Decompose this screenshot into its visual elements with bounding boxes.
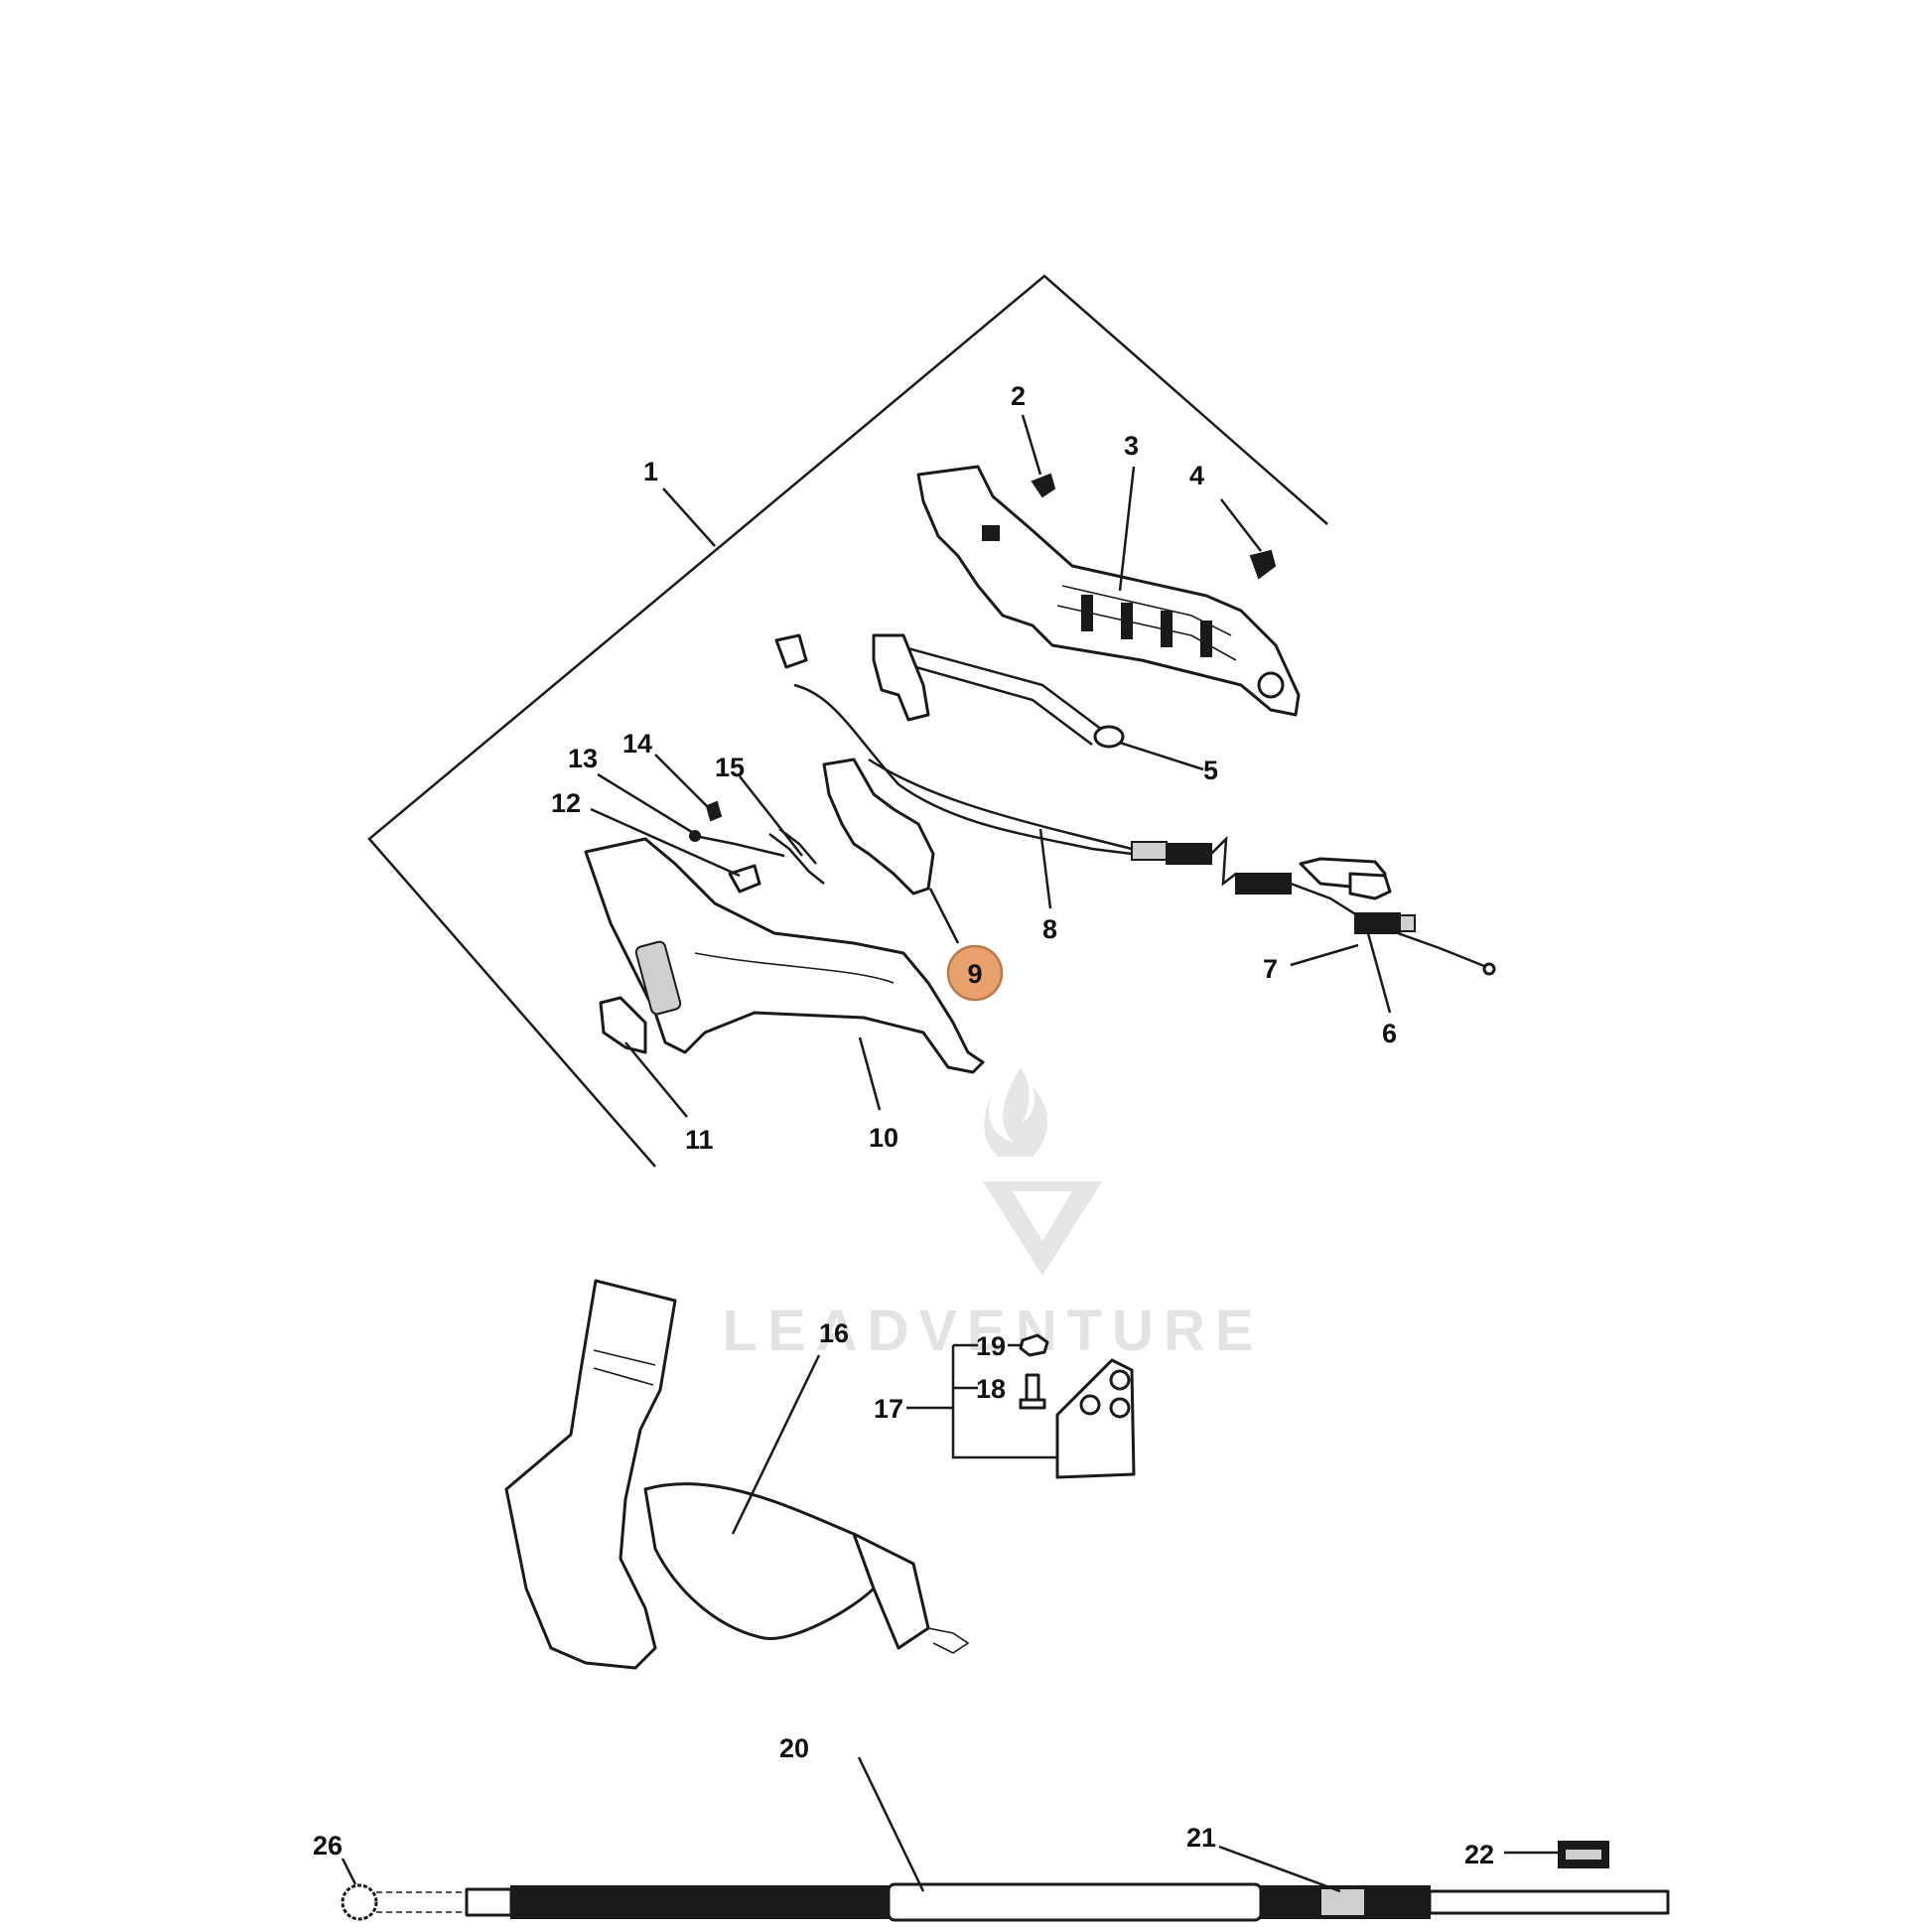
callout-16: 16 [819,1318,849,1348]
callout-18: 18 [976,1374,1006,1404]
part-6-7-adjuster [1354,912,1416,934]
part-14-screw [705,800,723,822]
part-5-grommet [873,638,1125,749]
part-4-screw [1249,549,1277,580]
callout-10: 10 [869,1123,898,1153]
part-8-throttle-cable [793,683,1496,976]
part-3-handle-half [916,465,1301,717]
part-22-label [1558,1841,1609,1868]
part-19-nut [1019,1333,1049,1357]
callout-4: 4 [1189,461,1204,490]
callout-21: 21 [1186,1823,1216,1853]
callout-15: 15 [715,753,745,782]
callout-1: 1 [643,457,658,486]
part-18-bolt [1019,1373,1046,1410]
part-2-screw [1031,473,1056,498]
callout-8: 8 [1042,914,1057,944]
switch-block [774,633,930,722]
leader-lines [341,414,1559,1893]
callout-17: 17 [874,1394,903,1424]
callout-9-highlight[interactable]: 9 [946,944,1004,1002]
part-12-pin [728,864,761,894]
part-26-gear-icon [341,1883,467,1921]
callout-9[interactable]: 9 [967,959,982,989]
callout-2: 2 [1011,381,1026,411]
part-10-handle-half [584,837,985,1074]
callout-5: 5 [1203,756,1218,785]
highlight-circle[interactable] [946,944,1004,1002]
cable-spring [1166,843,1292,895]
part-16-shoulder-strap [504,1279,970,1670]
watermark: LEADVENTURE [722,1067,1263,1363]
callout-3: 3 [1124,431,1139,461]
part-11-clip [599,996,647,1054]
part-9-trigger [822,758,935,896]
flame-logo-icon [983,1067,1102,1276]
callout-13: 13 [568,744,598,773]
callout-6: 6 [1382,1019,1397,1048]
callouts: 1 2 3 4 5 6 7 8 10 11 12 13 14 15 16 17 … [313,381,1494,1869]
watermark-text: LEADVENTURE [722,1299,1263,1363]
part-20-drive-shaft [341,1841,1670,1922]
callout-12: 12 [551,788,581,818]
callout-22: 22 [1464,1840,1494,1869]
callout-19: 19 [976,1331,1006,1361]
callout-26: 26 [313,1831,343,1861]
callout-20: 20 [779,1733,809,1763]
part-15-spring [768,828,825,885]
part-17-18-19-bracket-kit [906,1333,1136,1479]
part-21-coupler [1319,1887,1366,1917]
assembly-bracket [367,274,1328,1168]
callout-11: 11 [685,1125,714,1155]
callout-7: 7 [1263,954,1278,984]
callout-14: 14 [622,729,652,759]
